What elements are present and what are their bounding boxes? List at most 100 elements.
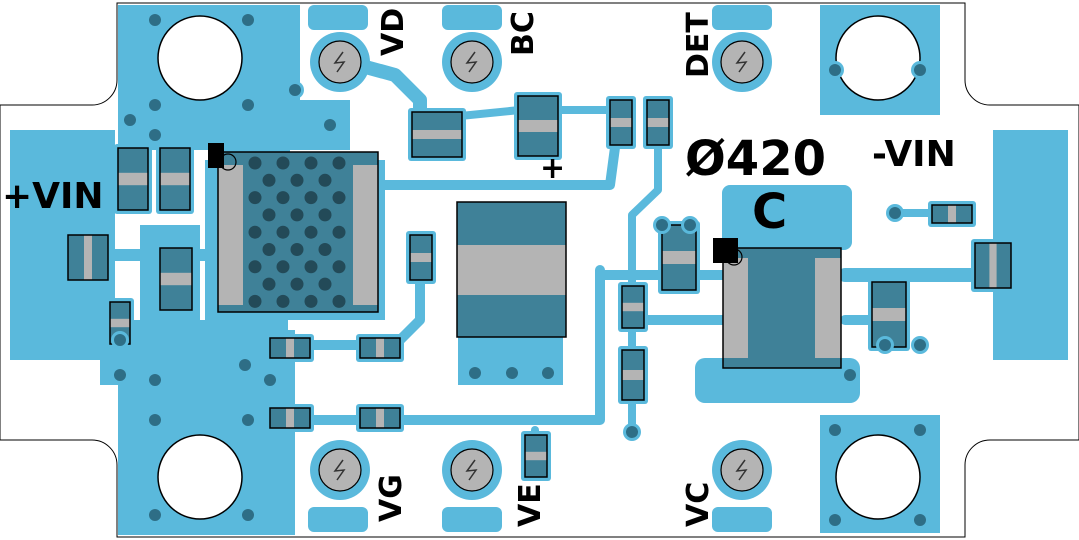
thermal-via [332,191,346,205]
vias [111,11,929,529]
via [114,334,126,346]
thermal-via [248,260,262,274]
smd-component [64,231,112,284]
lightning-bolt-icon [333,51,346,73]
via [829,64,841,76]
smd-component [618,346,648,404]
via [264,374,276,386]
smd-component [514,92,562,160]
smd-component [408,108,466,161]
thermal-via [290,243,304,256]
test-points [318,40,764,492]
via [242,414,254,426]
vg-label: VG [374,474,409,522]
thermal-via [318,277,332,291]
thermal-via [276,191,290,205]
via [124,114,136,126]
component-l1 [456,201,567,385]
test-point[interactable] [720,40,764,84]
test-point[interactable] [720,448,764,492]
via [829,514,841,526]
via [149,374,161,386]
thermal-via [332,225,346,239]
thermal-via [248,191,262,205]
lightning-bolt-icon [465,51,478,73]
mount-hole [157,434,243,520]
mount-hole [835,15,921,101]
via [242,99,254,111]
via [914,64,926,76]
thermal-via [290,173,304,187]
smd-component [406,231,436,284]
thermal-via [304,191,318,205]
smd-component [971,239,1015,292]
smd-component [266,404,314,432]
test-point[interactable] [318,448,362,492]
smd-component [114,144,152,214]
plus-vin-label: +VIN [2,176,104,217]
via [149,129,161,141]
via [656,219,668,231]
thermal-via [318,208,332,222]
via [242,14,254,26]
smd-component [521,431,551,481]
smd-component [928,201,976,227]
thermal-via [248,156,262,170]
thermal-via [304,156,318,170]
via [242,509,254,521]
smd-component [156,144,194,214]
thermal-via [332,260,346,274]
thermal-via [332,294,346,308]
via [889,207,901,219]
lightning-bolt-icon [735,51,748,73]
via [626,426,638,438]
mount-hole [157,15,243,101]
via [879,339,891,351]
thermal-via [248,225,262,239]
lightning-bolt-icon [333,459,346,481]
thermal-via [262,277,276,291]
thermal-via [262,208,276,222]
test-point[interactable] [450,448,494,492]
vc-label: VC [681,482,716,527]
via [324,119,336,131]
via [829,424,841,436]
via [844,369,856,381]
thermal-via [290,208,304,222]
test-point[interactable] [318,40,362,84]
mount-hole [835,434,921,520]
thermal-via [276,260,290,274]
smd-component [643,96,673,149]
smd-component [266,334,314,362]
smd-component [356,404,404,432]
ve-label: VE [513,483,548,527]
thermal-via [318,173,332,187]
lightning-bolt-icon [465,459,478,481]
thermal-via [276,294,290,308]
passive-components [64,92,1015,481]
thermal-via [262,173,276,187]
thermal-via [318,243,332,256]
smd-component [658,221,700,294]
ic-u2 [695,185,860,403]
thermal-via [304,260,318,274]
revision-label: C [752,184,787,240]
polarity-mark: + [540,151,565,186]
via [149,509,161,521]
smd-component [618,282,648,332]
part-number-label: Ø420 [685,131,826,187]
via [914,514,926,526]
det-label: DET [681,12,716,78]
via [114,369,126,381]
smd-component [156,244,196,314]
via [149,14,161,26]
thermal-via [332,156,346,170]
via [914,424,926,436]
test-point[interactable] [450,40,494,84]
thermal-via [262,243,276,256]
via [914,339,926,351]
via [289,84,301,96]
thermal-via [290,277,304,291]
bc-label: BC [506,11,541,56]
